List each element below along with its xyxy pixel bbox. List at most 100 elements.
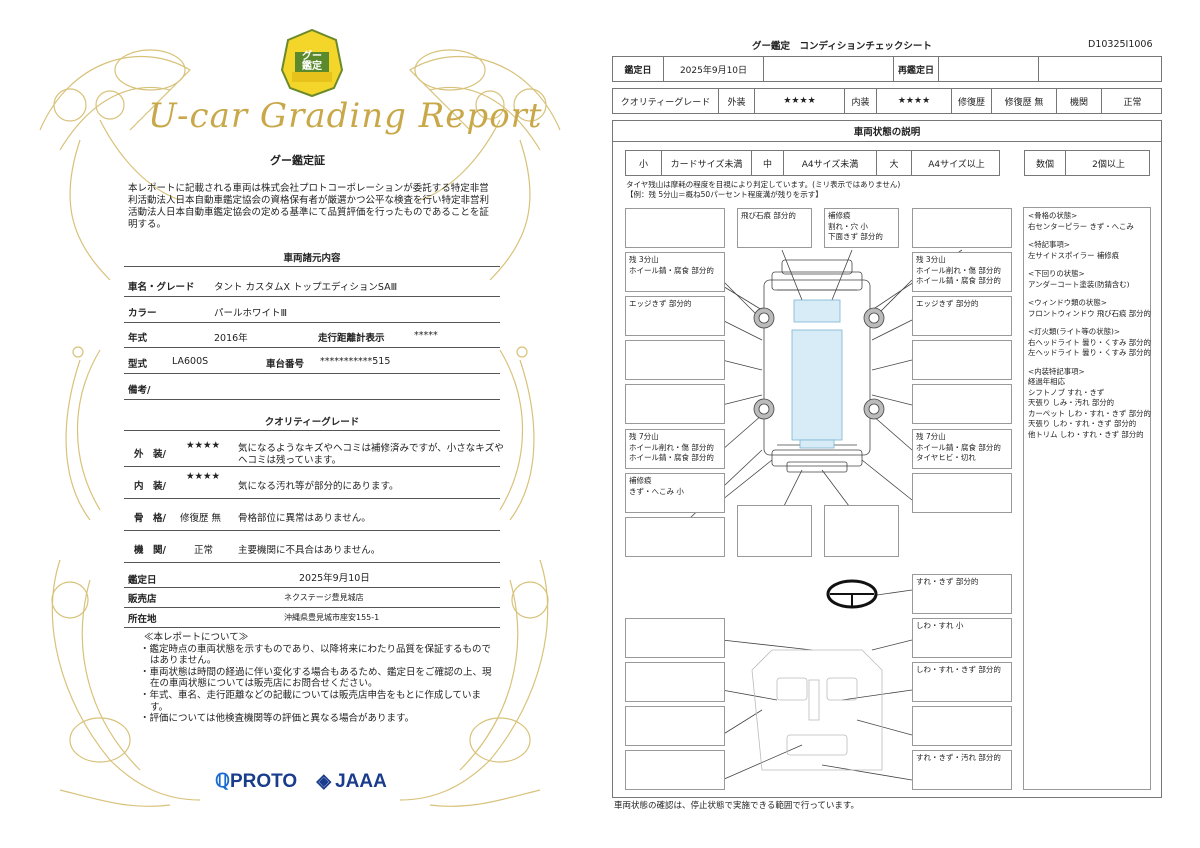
summary-item: 天張り しわ・すれ・きず 部分的 [1028, 419, 1137, 428]
history-label: 修復歴 [951, 89, 991, 113]
note-item: ・評価については他検査機関等の評価と異なる場合があります。 [140, 713, 415, 725]
summary-group: <ウィンドウ類の状態> フロントウィンドウ 飛び石痕 部分的 [1028, 298, 1151, 319]
engine-label: 機 関/ [134, 545, 166, 556]
summary-heading: <内装特記事項> [1028, 366, 1085, 376]
summary-group: <下回りの状態> アンダーコート塗装(防錆含む) [1028, 269, 1146, 290]
damage-text: しわ・すれ 小 [916, 621, 964, 630]
row-exterior: 外 装/ ★★★★ 気になるようなキズやヘコミは補修済みですが、小さなキズや ヘ… [124, 434, 504, 467]
year-value: 2016年 [214, 333, 248, 344]
damage-text: エッジきず 部分的 [629, 299, 692, 308]
engine-comment: 主要機関に不具合はありません。 [238, 545, 381, 556]
chassis-label: 車台番号 [266, 359, 305, 370]
exterior-label: 外 装/ [134, 449, 166, 460]
damage-box [912, 473, 1012, 513]
report-notes: ≪本レポートについて≫ ・鑑定時点の車両状態を示すものであり、以降将来にわたり品… [138, 632, 493, 725]
vehicle-name-value: タント カスタムX トップエディションSAⅢ [214, 282, 398, 293]
damage-text: 下面きず 部分的 [828, 232, 883, 241]
damage-text: 残 3分山 [629, 255, 659, 264]
sheet-title: グー鑑定 コンディションチェックシート [752, 41, 932, 52]
summary-heading: <灯火類(ライト等の状態)> [1028, 327, 1121, 336]
damage-text: 残 3分山 [916, 255, 946, 264]
row-dealer: 販売店 ネクステージ豊見城店 [124, 587, 500, 608]
certificate-heading: グー鑑定証 [270, 154, 325, 167]
damage-box [625, 517, 725, 557]
car-diagram [671, 249, 963, 781]
summary-item: 経過年相応 [1028, 377, 1065, 386]
interior-comment: 気になる汚れ等が部分的にあります。 [238, 481, 399, 492]
damage-box: すれ・きず・汚れ 部分的 [912, 750, 1012, 790]
damage-text: すれ・きず・汚れ 部分的 [916, 753, 1001, 762]
quality-section-title: クオリティーグレード [264, 417, 360, 428]
damage-box [625, 384, 725, 424]
size-small-desc: カードサイズ未満 [661, 151, 751, 175]
count-desc: 2個以上 [1065, 151, 1151, 175]
summary-item: 左ヘッドライト 曇り・くすみ 部分的 [1028, 348, 1151, 357]
badge-label: グー 鑑定 [302, 51, 322, 72]
proto-logo: PROTO [229, 771, 298, 792]
count-label: 数個 [1035, 159, 1054, 170]
damage-box [625, 662, 725, 702]
summary-group: <灯火類(ライト等の状態)> 右ヘッドライト 曇り・くすみ 部分的 左ヘッドライ… [1028, 327, 1151, 359]
damage-text: ホイール削れ・傷 部分的 [916, 265, 1001, 275]
steering-wheel-icon [826, 579, 878, 609]
reappraisal-value [938, 57, 1038, 81]
remarks-label: 備考/ [128, 385, 151, 396]
engine-label: 機関 [1056, 89, 1101, 113]
row-engine: 機 関/ 正常 主要機関に不具合はありません。 [124, 532, 500, 563]
damage-box [625, 750, 725, 790]
damage-text: 残 7分山 [629, 432, 659, 441]
summary-item: 右センターピラー きず・へこみ [1028, 221, 1134, 231]
row-remarks: 備考/ [124, 375, 500, 400]
size-mid-desc: A4サイズ未満 [783, 151, 876, 175]
damage-text: 補修痕 [629, 476, 652, 485]
damage-box: エッジきず 部分的 [912, 296, 1012, 336]
model-value: LA600S [172, 356, 209, 367]
goo-badge-icon [280, 28, 344, 98]
jaaa-logo-icon: ◈ [316, 771, 332, 792]
damage-text: しわ・すれ・きず 部分的 [916, 665, 1001, 674]
damage-box [625, 340, 725, 380]
date-empty [763, 57, 893, 81]
divider [124, 430, 500, 431]
frame-comment: 骨格部位に異常はありません。 [238, 513, 371, 524]
address-value: 沖縄県豊見城市座安155-1 [284, 613, 380, 622]
damage-text: ホイール錆・腐食 部分的 [916, 442, 1001, 452]
size-mid: 中 [751, 151, 783, 175]
summary-heading: <ウィンドウ類の状態> [1028, 298, 1107, 307]
reappraisal-label: 再鑑定日 [893, 57, 938, 81]
summary-item: 天張り しみ・汚れ 部分的 [1028, 398, 1114, 407]
summary-item: 左サイドスポイラー 補修痕 [1028, 250, 1120, 260]
row-frame: 骨 格/ 修復歴 無 骨格部位に異常はありません。 [124, 500, 500, 531]
summary-group: <骨格の状態> 右センターピラー きず・へこみ [1028, 211, 1146, 232]
row-interior: 内 装/ ★★★★ 気になる汚れ等が部分的にあります。 [124, 468, 500, 499]
damage-text: ホイール錆・腐食 部分的 [629, 453, 714, 462]
damage-box: エッジきず 部分的 [625, 296, 725, 336]
int-stars: ★★★★ [876, 89, 951, 113]
damage-box [912, 706, 1012, 746]
mileage-label: 走行距離計表示 [318, 333, 385, 344]
state-panel [612, 120, 1162, 798]
grading-certificate: グー 鑑定 U-car Grading Report グー鑑定証 本レポートに記… [39, 28, 561, 807]
damage-box [912, 208, 1012, 248]
jaaa-logo: JAAA [335, 771, 387, 792]
damage-box [912, 340, 1012, 380]
damage-text: すれ・きず 部分的 [916, 577, 979, 586]
summary-item: フロントウィンドウ 飛び石痕 部分的 [1028, 308, 1151, 318]
dealer-label: 販売店 [128, 594, 157, 605]
damage-box: 飛び石痕 部分的 [737, 208, 812, 248]
proto-logo-icon: ℚ [215, 771, 230, 792]
damage-box [737, 505, 812, 557]
summary-group: <内装特記事項> 経過年相応 シフトノブ すれ・きず 天張り しみ・汚れ 部分的… [1028, 366, 1151, 441]
damage-box [625, 706, 725, 746]
damage-box: 残 7分山 ホイール削れ・傷 部分的 ホイール錆・腐食 部分的 [625, 429, 725, 469]
damage-box: すれ・きず 部分的 [912, 574, 1012, 614]
row-color: カラー パールホワイトⅢ [124, 298, 500, 323]
summary-item: 右ヘッドライト 曇り・くすみ 部分的 [1028, 337, 1151, 347]
interior-label: 内 装/ [134, 481, 166, 492]
tire-note-2: 【例：残 5分山＝概ね50パーセント程度溝が残りを示す】 [626, 190, 823, 199]
ornament-frame [39, 28, 561, 807]
damage-box [912, 384, 1012, 424]
exterior-comment-2: ヘコミは残っています。 [238, 455, 342, 466]
damage-text: 残 7分山 [916, 432, 946, 441]
size-large: 大 [876, 151, 911, 175]
